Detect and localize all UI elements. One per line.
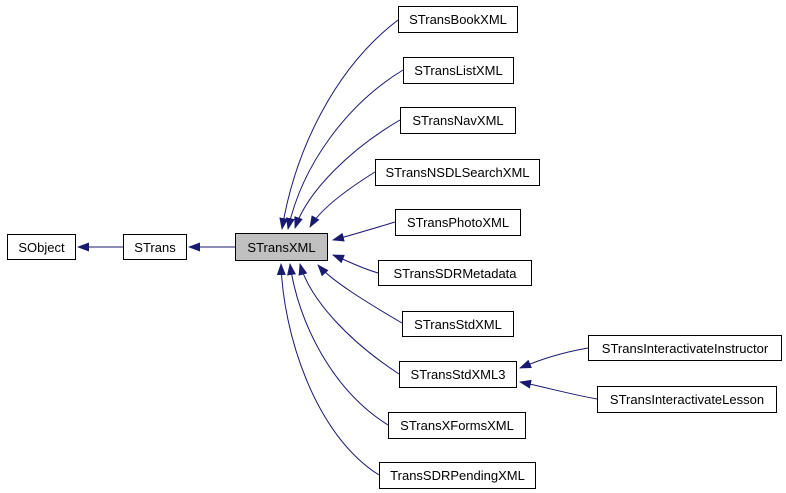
class-node-stransphotoxml[interactable]: STransPhotoXML: [395, 209, 521, 236]
edge-sdrmetadata-to-stransxml: [332, 254, 379, 274]
class-node-stransxformsxml[interactable]: STransXFormsXML: [388, 412, 526, 439]
class-node-sobject[interactable]: SObject: [7, 234, 76, 260]
class-node-translistxml[interactable]: STransListXML: [403, 57, 514, 84]
edge-stdxml3-to-stransxml: [298, 263, 400, 375]
edge-sdrpendingxml-to-stransxml: [276, 263, 380, 476]
class-node-stransstdxml[interactable]: STransStdXML: [402, 311, 514, 337]
class-node-stransnavxml[interactable]: STransNavXML: [400, 107, 516, 134]
edge-photoxml-to-stransxml: [332, 221, 396, 242]
class-node-stransstdxml3[interactable]: STransStdXML3: [399, 361, 517, 388]
edge-bookxml-to-stransxml: [279, 19, 399, 230]
class-node-stransinteractivateinstructor[interactable]: STransInteractivateInstructor: [588, 335, 782, 361]
class-node-strans[interactable]: STrans: [123, 234, 187, 260]
class-node-stranssdrmetadata[interactable]: STransSDRMetadata: [378, 260, 532, 286]
class-node-stransnsdlsearchxml[interactable]: STransNSDLSearchXML: [375, 159, 540, 186]
class-node-stransbookxml[interactable]: STransBookXML: [398, 6, 518, 33]
class-node-stransxml-current: STransXML: [235, 233, 328, 261]
edge-instructor-to-stdxml3: [519, 347, 589, 369]
edge-listxml-to-stransxml: [285, 69, 404, 230]
class-node-stransinteractivatelesson[interactable]: STransInteractivateLesson: [597, 386, 777, 413]
edge-xformsxml-to-stransxml: [287, 263, 389, 426]
edge-navxml-to-stransxml: [294, 119, 401, 229]
edge-stdxml-to-stransxml: [317, 264, 403, 324]
class-node-transsdrpendingxml[interactable]: TransSDRPendingXML: [379, 462, 536, 489]
edge-lesson-to-stdxml3: [519, 379, 598, 400]
edge-nsdlsearchxml-to-stransxml: [309, 171, 376, 228]
